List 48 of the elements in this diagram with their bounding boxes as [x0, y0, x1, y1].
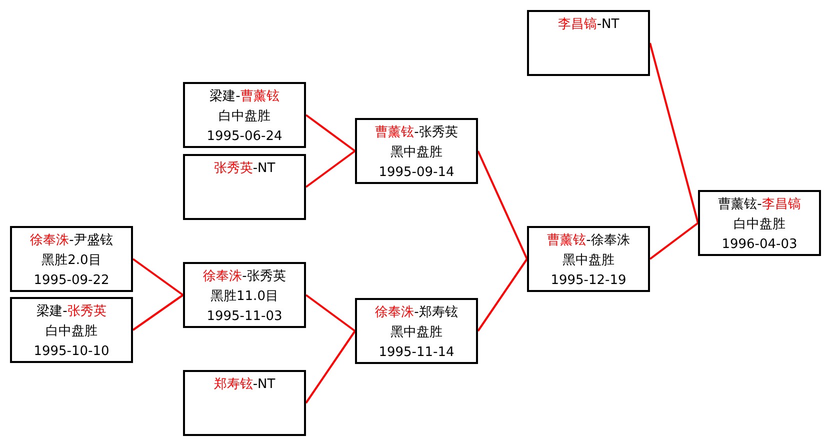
date-text: 1995-09-22: [34, 272, 110, 290]
match-box: [355, 118, 478, 184]
players-text: 张秀英-NT: [214, 160, 276, 178]
date-text: 1995-11-03: [206, 308, 282, 326]
match-box: [183, 370, 306, 436]
result-text: 黑中盘胜: [562, 252, 614, 270]
players-text: 徐奉洙-尹盛铉: [30, 232, 113, 250]
players-text: 曹薰铉-张秀英: [375, 124, 458, 142]
result-text: 黑中盘胜: [390, 324, 442, 342]
result-text: 黑中盘胜: [390, 144, 442, 162]
players-text: 曹薰铉-李昌镐: [718, 196, 801, 214]
players-text: 郑寿铉-NT: [214, 376, 276, 394]
result-text: 白中盘胜: [734, 216, 786, 234]
connector-line: [305, 330, 356, 404]
players-text: 徐奉洙-张秀英: [203, 268, 286, 286]
players-text: 梁建-张秀英: [36, 303, 106, 321]
date-text: 1995-11-14: [378, 344, 454, 362]
match-box: [10, 226, 133, 292]
match-box: [183, 82, 306, 148]
match-box: [527, 10, 650, 76]
result-text: 黑胜11.0目: [210, 288, 278, 306]
match-box: [183, 262, 306, 328]
date-text: 1995-10-10: [34, 343, 110, 361]
date-text: 1995-09-14: [378, 164, 454, 182]
match-box: [355, 298, 478, 364]
connector-line: [305, 294, 356, 332]
connector-line: [477, 258, 528, 332]
result-text: 白中盘胜: [46, 323, 98, 341]
connector-line: [132, 258, 184, 296]
players-text: 徐奉洙-郑寿铉: [375, 304, 458, 322]
connector-line: [649, 42, 699, 224]
connector-line: [477, 150, 528, 260]
result-text: 白中盘胜: [218, 108, 270, 126]
date-text: 1995-06-24: [206, 128, 282, 146]
match-box: [10, 297, 133, 363]
date-text: 1995-12-19: [550, 272, 626, 290]
players-text: 梁建-曹薰铉: [210, 88, 280, 106]
players-text: 曹薰铉-徐奉洙: [547, 232, 630, 250]
players-text: 李昌镐-NT: [558, 16, 620, 34]
connector-line: [305, 150, 356, 188]
date-text: 1996-04-03: [722, 236, 798, 254]
match-box: [527, 226, 650, 292]
result-text: 黑胜2.0目: [42, 252, 102, 270]
connector-line: [132, 294, 184, 331]
match-box: [698, 190, 821, 256]
match-box: [183, 154, 306, 220]
connector-line: [649, 222, 699, 260]
connector-line: [305, 114, 356, 152]
